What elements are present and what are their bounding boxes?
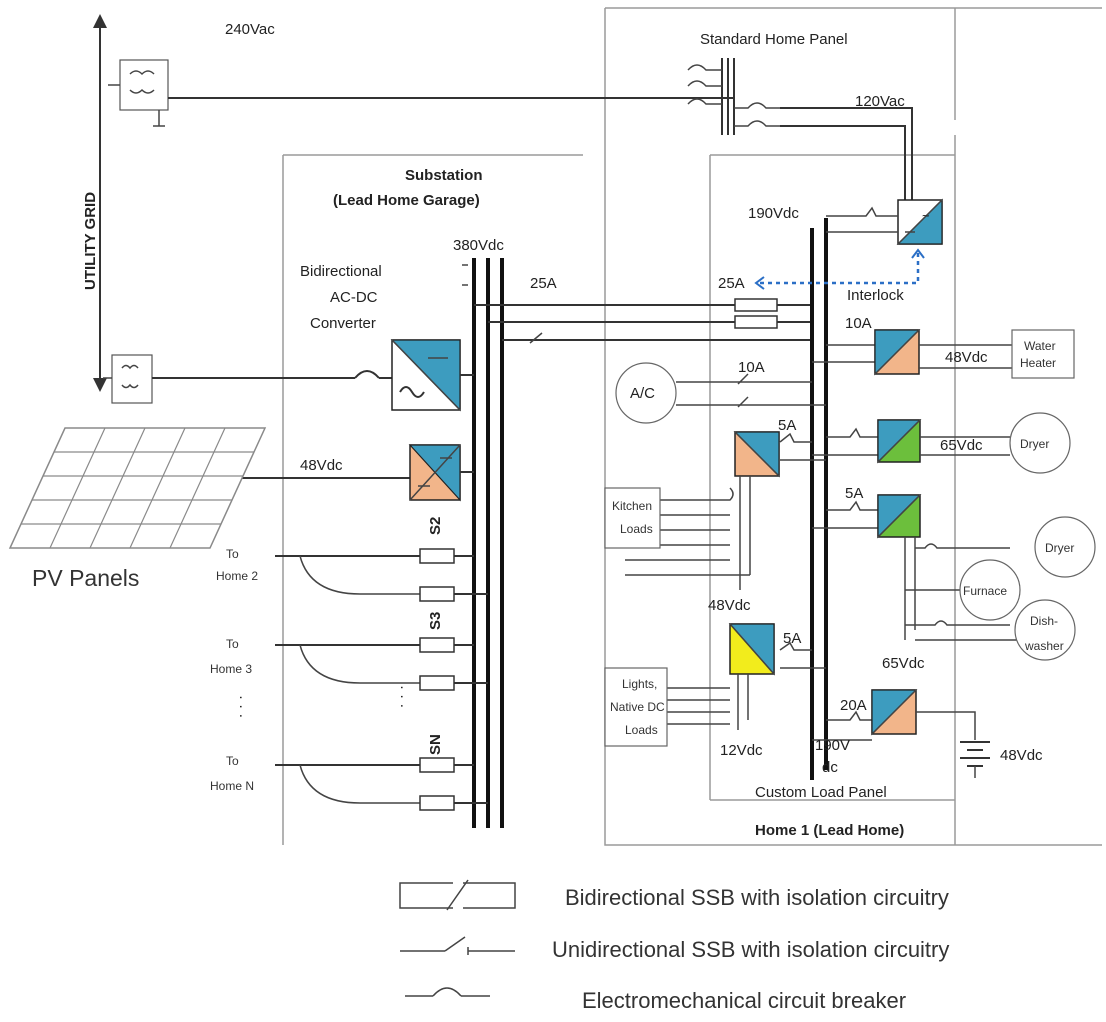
substation-title: Substation xyxy=(405,167,483,184)
pv-dc-dc-converter xyxy=(408,444,474,502)
converter-label-1: Bidirectional xyxy=(300,263,382,280)
home1-breaker-25a: 25A xyxy=(718,275,745,292)
custom-panel-label: Custom Load Panel xyxy=(755,784,887,801)
ac-unit: A/C xyxy=(615,362,826,424)
home2-label-2: Home 2 xyxy=(216,569,258,583)
lights-loads-label-3: Loads xyxy=(625,723,658,737)
kitchen-voltage: 48Vdc xyxy=(708,597,751,614)
pv-voltage-label: 48Vdc xyxy=(300,457,343,474)
legend-unidirectional-ssb-icon xyxy=(400,936,515,955)
substation-enclosure xyxy=(282,154,583,845)
home3-label-1: To xyxy=(226,637,239,651)
bottom-transformer-icon xyxy=(103,354,153,404)
ac120-label: 120Vac xyxy=(855,93,905,110)
water-heater-label-2: Heater xyxy=(1020,356,1056,370)
home1-main-ssb-2 xyxy=(734,315,778,329)
ac-dc-home-converter: ~ xyxy=(896,198,943,245)
substation-breaker-25a: 25A xyxy=(530,275,557,292)
furnace-load: Furnace xyxy=(959,559,1021,621)
appliance-voltage-bottom: 65Vdc xyxy=(882,655,925,672)
appliance-converter xyxy=(812,494,1020,641)
dryer-load-2: Dryer xyxy=(1034,516,1096,578)
dryer-1-label: Dryer xyxy=(1020,437,1049,451)
battery-voltage: 48Vdc xyxy=(1000,747,1043,764)
dishwasher-load: Dish- washer xyxy=(1014,599,1076,661)
home1-bus-bottom-1: 190V xyxy=(815,737,850,754)
lights-loads-label-1: Lights, xyxy=(622,677,657,691)
legend: Bidirectional SSB with isolation circuit… xyxy=(399,879,949,1013)
home1-enclosure xyxy=(604,7,1102,846)
substation-subtitle: (Lead Home Garage) xyxy=(333,192,480,209)
homeN-label-2: Home N xyxy=(210,779,254,793)
switch-sn-label: SN xyxy=(427,734,444,755)
ac-breaker-10a: 10A xyxy=(738,359,765,376)
home3-label-2: Home 3 xyxy=(210,662,252,676)
home1-bus-voltage: 190Vdc xyxy=(748,205,799,222)
battery-icon xyxy=(960,741,990,778)
legend-label-breaker: Electromechanical circuit breaker xyxy=(582,988,906,1013)
legend-label-unidirectional: Unidirectional SSB with isolation circui… xyxy=(552,937,949,962)
water-heater-converter xyxy=(812,329,1015,376)
dryer-2-label: Dryer xyxy=(1045,541,1074,555)
switch-s3-label: S3 xyxy=(427,612,444,630)
ac-unit-label: A/C xyxy=(630,385,655,402)
grid-breaker-icon xyxy=(354,370,380,379)
switch-s2-label: S2 xyxy=(427,517,444,535)
home1-dc-bus xyxy=(810,218,828,780)
interlock-dotted-link xyxy=(760,252,920,285)
dishwasher-label-2: washer xyxy=(1024,639,1064,653)
substation-dc-bus xyxy=(472,258,504,828)
water-heater-breaker-10a: 10A xyxy=(845,315,872,332)
lights-loads-label-2: Native DC xyxy=(610,700,665,714)
continuation-dots-right: · · · xyxy=(394,685,411,708)
utility-grid-label: UTILITY GRID xyxy=(82,192,99,290)
kitchen-loads-box: Kitchen Loads xyxy=(604,487,661,549)
battery-breaker-20a: 20A xyxy=(840,697,867,714)
dryer-load-1: Dryer xyxy=(1009,412,1071,474)
water-heater-label-1: Water xyxy=(1024,339,1056,353)
lights-converter xyxy=(665,623,826,730)
utility-grid: UTILITY GRID xyxy=(82,14,107,392)
legend-label-bidirectional: Bidirectional SSB with isolation circuit… xyxy=(565,885,949,910)
bidirectional-ac-dc-converter xyxy=(390,339,474,412)
interlock-label: Interlock xyxy=(847,287,904,304)
converter-label-3: Converter xyxy=(310,315,376,332)
substation-bus-voltage: 380Vdc xyxy=(453,237,504,254)
homeN-label-1: To xyxy=(226,754,239,768)
kitchen-loads-label-2: Loads xyxy=(620,522,653,536)
lights-loads-box: Lights, Native DC Loads xyxy=(604,667,668,747)
home1-bus-bottom-2: dc xyxy=(822,759,838,776)
kitchen-breaker-5a: 5A xyxy=(778,417,796,434)
legend-circuit-breaker-icon xyxy=(405,987,490,997)
pv-panels-icon xyxy=(8,427,267,549)
dishwasher-label-1: Dish- xyxy=(1030,614,1058,628)
home1-title: Home 1 (Lead Home) xyxy=(755,822,904,839)
homeN-feed: To Home N SN xyxy=(210,734,488,811)
water-heater-voltage: 48Vdc xyxy=(945,349,988,366)
home3-feed: To Home 3 S3 xyxy=(210,612,488,691)
pv-panels-label: PV Panels xyxy=(32,565,139,591)
legend-bidirectional-ssb-icon xyxy=(399,879,516,911)
standard-panel-title: Standard Home Panel xyxy=(700,31,848,48)
lights-voltage: 12Vdc xyxy=(720,742,763,759)
dryer-converter xyxy=(812,419,1010,464)
water-heater-load: Water Heater xyxy=(1011,329,1075,379)
home2-label-1: To xyxy=(226,547,239,561)
home1-main-ssb-1 xyxy=(734,298,778,312)
lights-breaker-5a: 5A xyxy=(783,630,801,647)
furnace-label: Furnace xyxy=(963,584,1007,598)
battery-converter xyxy=(812,689,976,741)
home2-feed: To Home 2 S2 xyxy=(216,517,488,602)
kitchen-loads-label-1: Kitchen xyxy=(612,499,652,513)
svg-text:~: ~ xyxy=(922,208,930,223)
standard-panel-breakers xyxy=(687,58,780,135)
appliance-breaker-5a: 5A xyxy=(845,485,863,502)
top-transformer-icon xyxy=(108,59,169,127)
converter-label-2: AC-DC xyxy=(330,289,378,306)
ac240-label: 240Vac xyxy=(225,21,275,38)
dryer-voltage-top: 65Vdc xyxy=(940,437,983,454)
continuation-dots-left: · · · xyxy=(233,695,250,718)
